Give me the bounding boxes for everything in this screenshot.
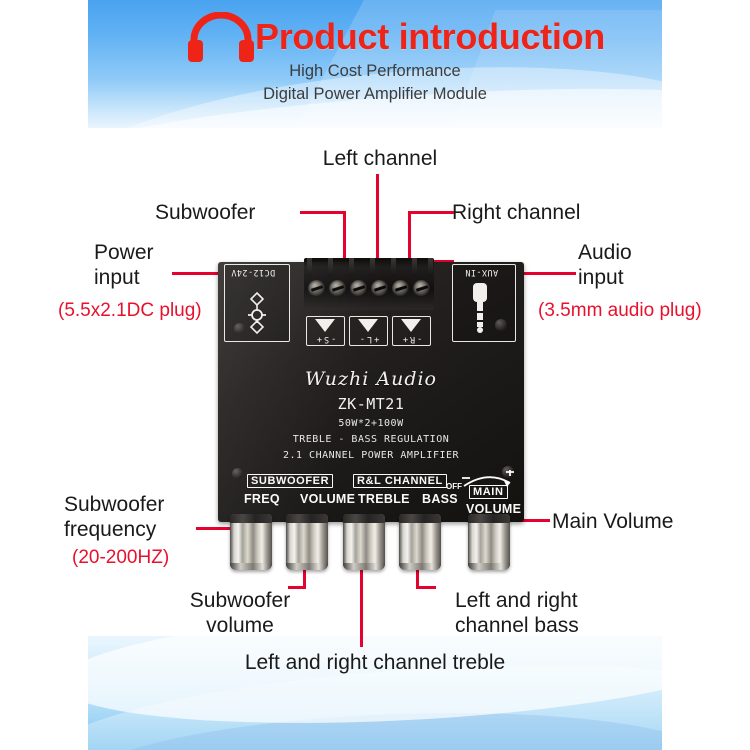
board-screw bbox=[495, 319, 507, 331]
leader-line-audio-input bbox=[498, 272, 576, 275]
terminal-label-right: -R+ bbox=[392, 316, 431, 346]
footer-banner bbox=[88, 636, 662, 750]
leader-line-left-channel bbox=[376, 174, 379, 281]
leader-line-subwoofer-volume bbox=[288, 586, 306, 589]
volume-sweep-arrow-icon bbox=[462, 470, 514, 487]
annotation-subwoofer-volume: Subwoofer volume bbox=[189, 589, 291, 637]
subwoofer-freq-knob[interactable] bbox=[230, 514, 272, 570]
annotation-left-channel: Left channel bbox=[322, 147, 438, 170]
leader-line-treble bbox=[360, 527, 363, 647]
annotation-audio-input: Audio input bbox=[578, 241, 632, 289]
annotation-left-right-channel-bass: Left and right channel bass bbox=[455, 589, 579, 637]
knob-label-bass: BASS bbox=[422, 492, 458, 506]
main-volume-knob[interactable] bbox=[468, 514, 510, 570]
terminal-screw[interactable] bbox=[350, 280, 367, 297]
bass-knob[interactable] bbox=[399, 514, 441, 570]
amplifier-board: DC12-24V -S+ bbox=[218, 258, 524, 522]
board-screw bbox=[502, 466, 514, 478]
knob-label-freq: FREQ bbox=[244, 492, 280, 506]
headphone-icon bbox=[188, 12, 254, 62]
terminal-screw[interactable] bbox=[308, 280, 325, 297]
leader-line-bass bbox=[416, 586, 436, 589]
aux-label: AUX-IN bbox=[465, 267, 499, 277]
dc-voltage-label: DC12-24V bbox=[231, 267, 276, 277]
annotation-main-volume: Main Volume bbox=[552, 510, 674, 533]
leader-line-subwoofer-frequency bbox=[196, 527, 251, 530]
audio-jack-icon bbox=[473, 283, 487, 333]
terminal-screw[interactable] bbox=[371, 280, 388, 297]
treble-knob[interactable] bbox=[343, 514, 385, 570]
off-label: OFF bbox=[446, 482, 462, 491]
annotation-subwoofer: Subwoofer bbox=[155, 201, 256, 224]
speaker-icon bbox=[315, 319, 336, 332]
spec-power: 50W*2+100W bbox=[338, 418, 404, 429]
annotation-left-right-channel-treble: Left and right channel treble bbox=[244, 651, 506, 674]
spec-regulation: TREBLE - BASS REGULATION bbox=[292, 434, 450, 445]
brand-name: Wuzhi Audio bbox=[305, 368, 437, 390]
subtitle-line-2: Digital Power Amplifier Module bbox=[263, 85, 487, 103]
speaker-icon bbox=[401, 319, 422, 332]
annotation-audio-input-note: (3.5mm audio plug) bbox=[538, 300, 702, 321]
annotation-power-input: Power input bbox=[94, 241, 154, 289]
terminal-screw[interactable] bbox=[329, 280, 346, 297]
header-banner bbox=[88, 0, 662, 128]
speaker-icon bbox=[358, 319, 379, 332]
leader-line-right-channel bbox=[408, 211, 411, 281]
annotation-subwoofer-frequency-note: (20-200HZ) bbox=[72, 547, 170, 568]
terminal-screw[interactable] bbox=[392, 280, 409, 297]
group-label-rl-channel: R&L CHANNEL bbox=[353, 474, 447, 488]
aux-input-jack: AUX-IN bbox=[452, 264, 516, 342]
subwoofer-volume-knob[interactable] bbox=[286, 514, 328, 570]
knob-label-treble: TREBLE bbox=[358, 492, 410, 506]
knob-label-subwoofer-volume: VOLUME bbox=[300, 492, 356, 506]
dc-power-jack: DC12-24V bbox=[224, 264, 290, 342]
terminal-pins: -S+ bbox=[314, 334, 337, 344]
board-branding: Wuzhi Audio ZK-MT21 50W*2+100W TREBLE - … bbox=[218, 368, 524, 461]
terminal-pins: -R+ bbox=[400, 334, 423, 344]
group-label-subwoofer: SUBWOOFER bbox=[247, 474, 334, 488]
board-screw bbox=[232, 468, 243, 479]
board-screw bbox=[234, 323, 245, 334]
page-title: Product introduction bbox=[255, 16, 605, 57]
terminal-label-subwoofer: -S+ bbox=[306, 316, 345, 346]
model-number: ZK-MT21 bbox=[337, 395, 405, 413]
terminal-label-left: +L- bbox=[349, 316, 388, 346]
terminal-pins: +L- bbox=[357, 334, 380, 344]
subtitle-line-1: High Cost Performance bbox=[289, 62, 461, 80]
annotation-subwoofer-frequency: Subwoofer frequency bbox=[64, 493, 165, 541]
leader-line-right-channel bbox=[408, 211, 454, 214]
spec-channels: 2.1 CHANNEL POWER AMPLIFIER bbox=[282, 450, 460, 461]
leader-line-power-input bbox=[172, 272, 252, 275]
speaker-terminal-block bbox=[304, 258, 434, 310]
leader-line-subwoofer bbox=[300, 211, 346, 214]
terminal-screw[interactable] bbox=[413, 280, 430, 297]
dc-polarity-icon bbox=[248, 291, 266, 335]
annotation-power-input-note: (5.5x2.1DC plug) bbox=[58, 300, 202, 321]
group-label-main: MAIN bbox=[469, 485, 508, 499]
leader-line-subwoofer bbox=[343, 211, 346, 281]
annotation-right-channel: Right channel bbox=[452, 201, 581, 224]
